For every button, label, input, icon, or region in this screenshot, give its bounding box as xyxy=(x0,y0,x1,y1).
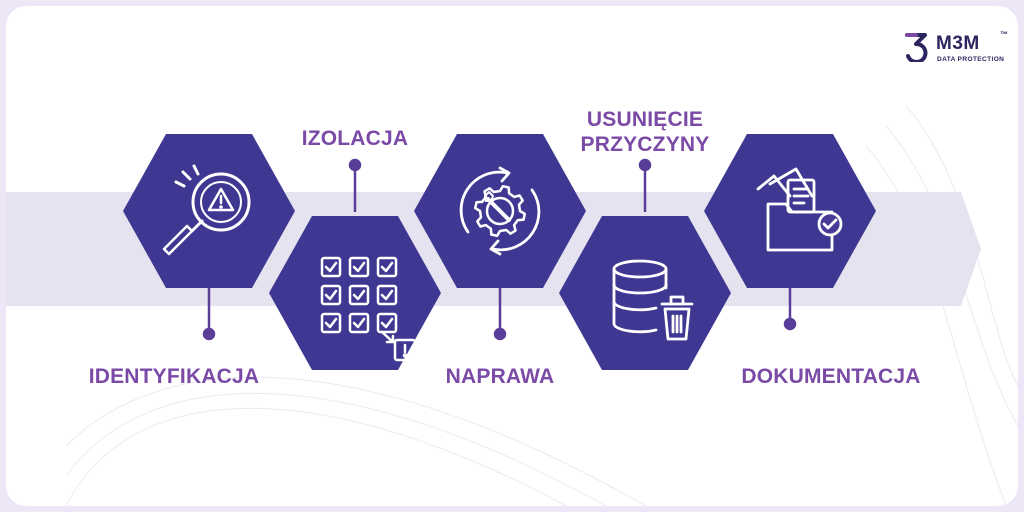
check-mark xyxy=(324,289,338,301)
infographic-card: IDENTYFIKACJA IZOLACJA NAPRAWA USUNIĘCIE… xyxy=(6,6,1018,506)
database-trash-icon xyxy=(612,259,694,341)
checkbox xyxy=(348,312,370,334)
magnifier-warning-icon xyxy=(162,164,251,256)
check-mark xyxy=(380,261,394,273)
check-mark xyxy=(324,261,338,273)
hexagon-izolacja xyxy=(269,216,441,370)
check-mark xyxy=(352,317,366,329)
connectors xyxy=(202,158,797,341)
check-mark xyxy=(352,261,366,273)
check-mark xyxy=(352,289,366,301)
brand-logo: M3M ™ DATA PROTECTION xyxy=(904,30,1014,68)
brand-subtitle: DATA PROTECTION xyxy=(937,56,1005,63)
check-mark xyxy=(324,317,338,329)
exclamation-dot xyxy=(402,353,408,358)
gear-wrench-cycle-icon xyxy=(459,166,541,256)
check-mark xyxy=(380,289,394,301)
stage-label-usuniecie-line-2: PRZYCZYNY xyxy=(580,133,710,156)
m3m-logo-icon xyxy=(905,33,928,62)
check-mark xyxy=(380,317,394,329)
brand-name: M3M xyxy=(936,33,980,54)
folder-documents-check-icon xyxy=(756,167,843,252)
stage-label-usuniecie-line-1: USUNIĘCIE xyxy=(586,108,704,131)
stage-label-identyfikacja: IDENTYFIKACJA xyxy=(88,365,260,388)
arrow-icon xyxy=(380,330,395,344)
brand-trademark: ™ xyxy=(1000,30,1008,39)
checkbox xyxy=(376,256,398,278)
checkbox xyxy=(320,284,342,306)
warning-box xyxy=(393,338,417,362)
checkbox xyxy=(320,256,342,278)
stage-label-dokumentacja: DOKUMENTACJA xyxy=(741,365,921,388)
checkbox xyxy=(320,312,342,334)
checkbox xyxy=(348,256,370,278)
stage-label-naprawa: NAPRAWA xyxy=(445,365,555,388)
process-diagram xyxy=(6,105,1018,506)
stage-label-usuniecie: USUNIĘCIE PRZYCZYNY xyxy=(574,107,716,157)
checkbox-grid-icon xyxy=(320,256,417,362)
checkbox xyxy=(376,312,398,334)
checkbox xyxy=(348,284,370,306)
checkbox xyxy=(376,284,398,306)
stage-label-izolacja: IZOLACJA xyxy=(301,127,409,150)
